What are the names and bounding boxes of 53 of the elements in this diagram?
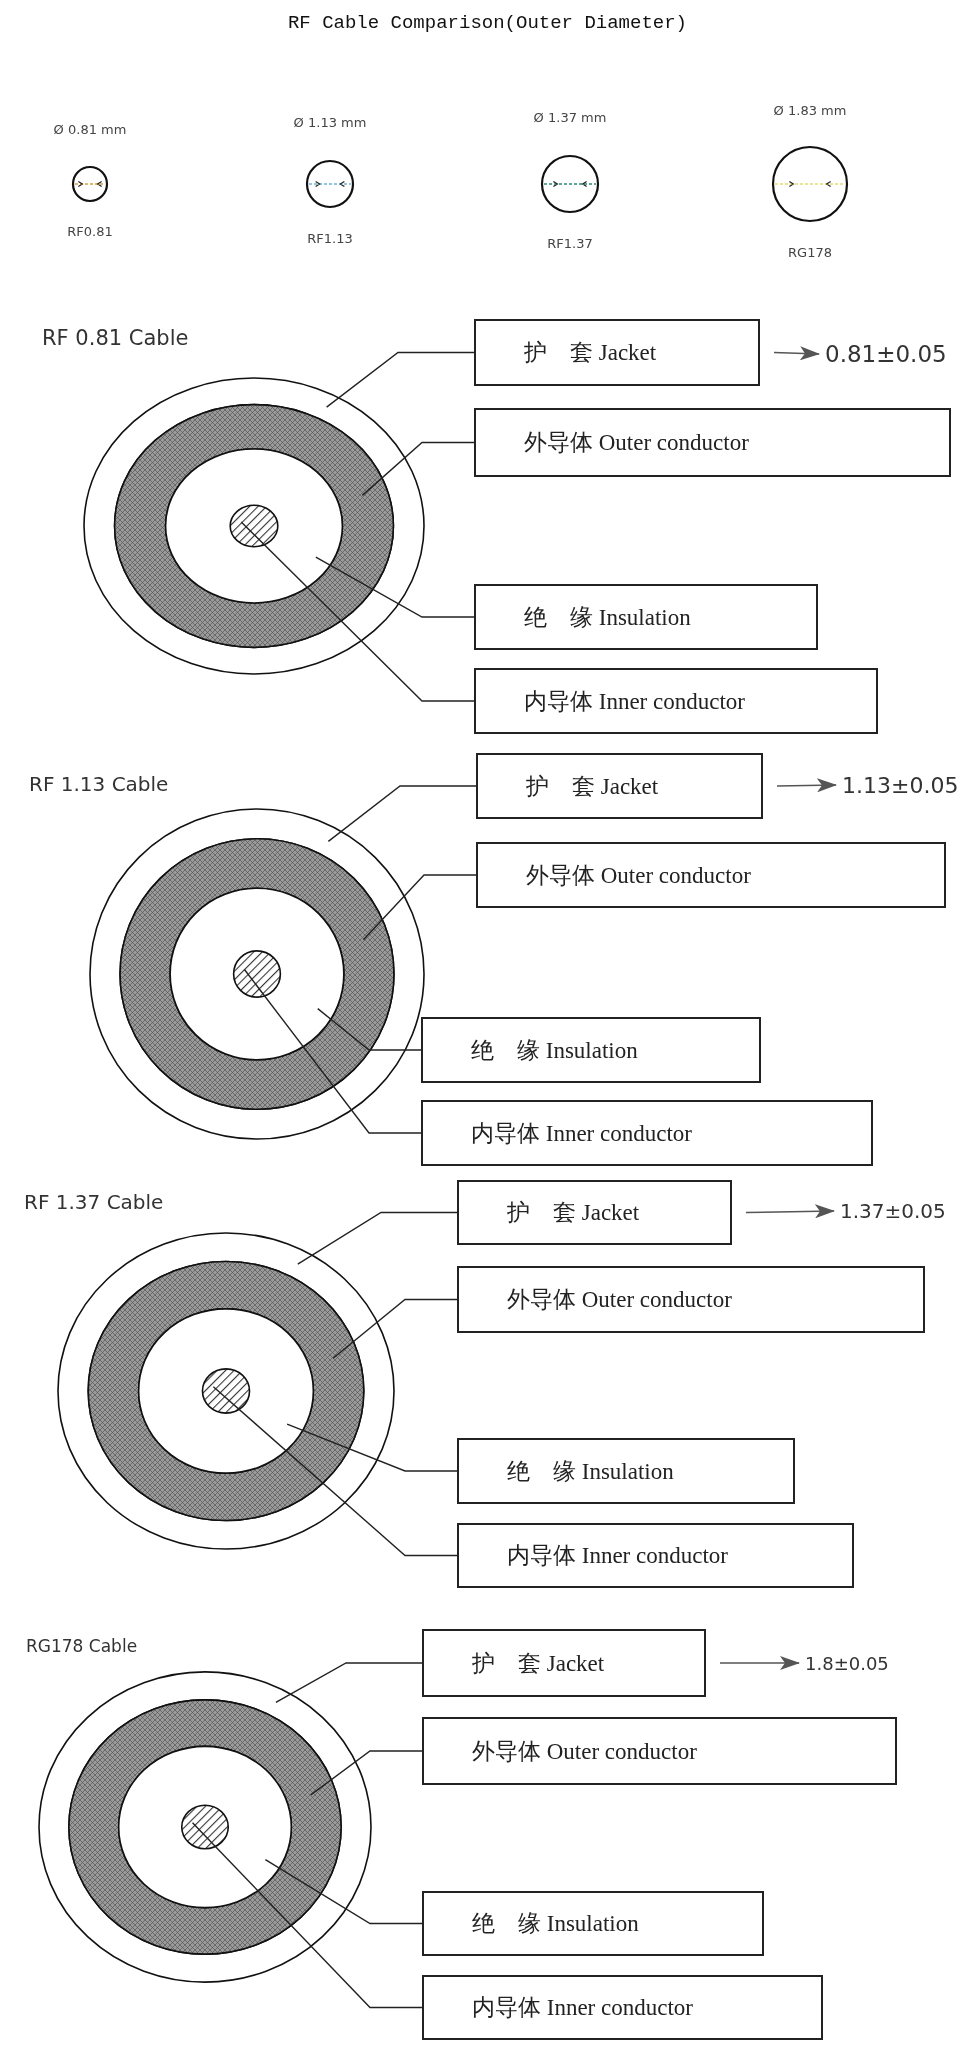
cable-name: RF0.81	[67, 224, 113, 239]
tolerance-value: 1.8±0.05	[805, 1652, 889, 1674]
jacket-label-box: 护 套 Jacket	[474, 319, 760, 386]
cable-name: RF1.37	[547, 236, 593, 251]
section-heading: RF 0.81 Cable	[42, 326, 189, 350]
leader-line	[325, 351, 475, 408]
insulation-label-box: 绝 缘 Insulation	[474, 584, 818, 650]
arrow	[773, 346, 820, 361]
diameter-label: Ø 0.81 mm	[53, 122, 127, 137]
section-heading: RF 1.13 Cable	[29, 772, 169, 796]
leader-line	[315, 556, 475, 618]
jacket-label-box: 护 套 Jacket	[422, 1629, 706, 1697]
jacket-label-box: 护 套 Jacket	[476, 753, 763, 819]
cable-name: RG178	[788, 245, 832, 260]
insulation-label-box: 绝 缘 Insulation	[422, 1891, 764, 1956]
leader-line	[327, 785, 477, 843]
jacket-label-box: 护 套 Jacket	[457, 1180, 732, 1245]
inner-conductor-label-box: 内导体 Inner conductor	[421, 1100, 873, 1166]
leader-line	[243, 968, 422, 1134]
inner-conductor-label-box: 内导体 Inner conductor	[457, 1523, 854, 1588]
diameter-label: Ø 1.37 mm	[533, 110, 607, 125]
diameter-label: Ø 1.13 mm	[293, 115, 367, 130]
outer-conductor-label-box: 外导体 Outer conductor	[457, 1266, 925, 1333]
leader-line	[332, 1298, 458, 1359]
title: RF Cable Comparison(Outer Diameter)	[286, 12, 689, 34]
leader-line	[317, 1007, 422, 1051]
section-heading: RF 1.37 Cable	[24, 1190, 164, 1214]
leader-line	[275, 1662, 423, 1704]
tolerance-value: 1.13±0.05	[842, 772, 959, 798]
leader-line	[212, 1386, 458, 1557]
leader-line	[361, 441, 475, 497]
outer-conductor-label-box: 外导体 Outer conductor	[476, 842, 946, 908]
leader-line	[240, 521, 475, 702]
section-heading: RG178 Cable	[26, 1636, 138, 1656]
diameter-label: Ø 1.83 mm	[773, 103, 847, 118]
arrow	[776, 778, 837, 793]
cable-name: RF1.13	[307, 231, 353, 246]
tolerance-value: 0.81±0.05	[825, 341, 947, 367]
insulation-label-box: 绝 缘 Insulation	[421, 1017, 761, 1083]
inner-conductor-label-box: 内导体 Inner conductor	[422, 1975, 823, 2040]
leader-line	[297, 1211, 458, 1265]
leader-line	[264, 1858, 423, 1925]
arrow	[745, 1204, 835, 1219]
leader-line	[362, 874, 477, 941]
leader-line	[286, 1423, 458, 1472]
leader-line	[310, 1750, 423, 1796]
inner-conductor-label-box: 内导体 Inner conductor	[474, 668, 878, 734]
arrow	[719, 1656, 800, 1670]
outer-conductor-label-box: 外导体 Outer conductor	[474, 408, 951, 477]
leader-line	[191, 1822, 423, 2009]
tolerance-value: 1.37±0.05	[840, 1199, 946, 1223]
outer-conductor-label-box: 外导体 Outer conductor	[422, 1717, 897, 1785]
insulation-label-box: 绝 缘 Insulation	[457, 1438, 795, 1504]
